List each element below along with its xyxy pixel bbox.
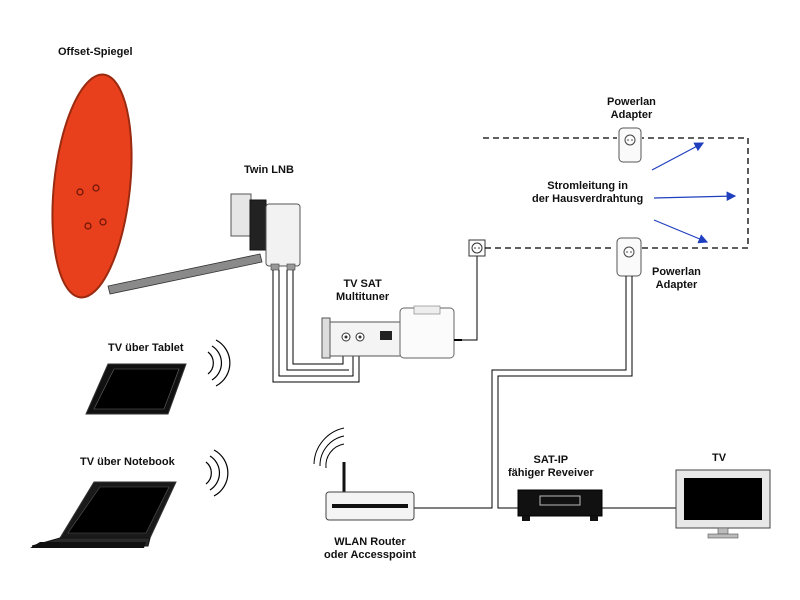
- lan-cable-adapter: [414, 276, 633, 509]
- multituner-icon: [321, 305, 462, 359]
- label-powerlan-top-line1: Powerlan: [607, 96, 656, 108]
- label-powerlan-top: Powerlan Adapter: [607, 96, 656, 122]
- label-wlan-router-line1: WLAN Router: [334, 536, 406, 548]
- label-satip: SAT-IP fähiger Reveiver: [508, 454, 594, 480]
- signal-arrows: [651, 142, 737, 244]
- label-offset-spiegel: Offset-Spiegel: [58, 46, 133, 58]
- satellite-dish-icon: [51, 73, 133, 299]
- label-satip-line2: fähiger Reveiver: [508, 467, 594, 479]
- label-tv: TV: [712, 452, 727, 464]
- label-satip-line1: SAT-IP: [533, 454, 569, 466]
- tablet-icon: [85, 363, 187, 415]
- wall-socket-icon: [468, 239, 486, 257]
- label-tv-tablet: TV über Tablet: [108, 342, 184, 354]
- wlan-router-icon: [313, 427, 415, 521]
- label-powerlan-bottom-line2: Adapter: [655, 279, 698, 291]
- label-wlan-router-line2: oder Accesspoint: [324, 549, 416, 561]
- house-wiring-dashed: [483, 137, 749, 249]
- twin-lnb-icon: [230, 193, 301, 271]
- satip-receiver-icon: [517, 489, 603, 521]
- label-multituner-line1: TV SAT: [343, 278, 382, 290]
- wifi-waves-tablet-icon: [207, 339, 231, 387]
- label-stromleitung-line1: Stromleitung in: [547, 180, 628, 192]
- label-powerlan-top-line2: Adapter: [610, 109, 653, 121]
- powerlan-adapter-top-icon: [618, 127, 642, 163]
- wifi-waves-notebook-icon: [205, 449, 229, 497]
- notebook-icon: [30, 481, 177, 548]
- label-tv-notebook: TV über Notebook: [80, 456, 175, 468]
- label-powerlan-bottom: Powerlan Adapter: [652, 266, 701, 292]
- dish-arm: [107, 253, 263, 295]
- label-wlan-router: WLAN Router oder Accesspoint: [324, 536, 416, 562]
- label-multituner: TV SAT Multituner: [336, 278, 389, 304]
- tv-icon: [675, 469, 771, 539]
- lan-cable-tuner: [462, 254, 478, 341]
- label-twin-lnb: Twin LNB: [244, 164, 294, 176]
- label-stromleitung-line2: der Hausverdrahtung: [532, 193, 644, 205]
- powerlan-adapter-bottom-icon: [616, 237, 642, 277]
- label-multituner-line2: Multituner: [336, 291, 390, 303]
- label-stromleitung: Stromleitung in der Hausverdrahtung: [532, 180, 643, 206]
- label-powerlan-bottom-line1: Powerlan: [652, 266, 701, 278]
